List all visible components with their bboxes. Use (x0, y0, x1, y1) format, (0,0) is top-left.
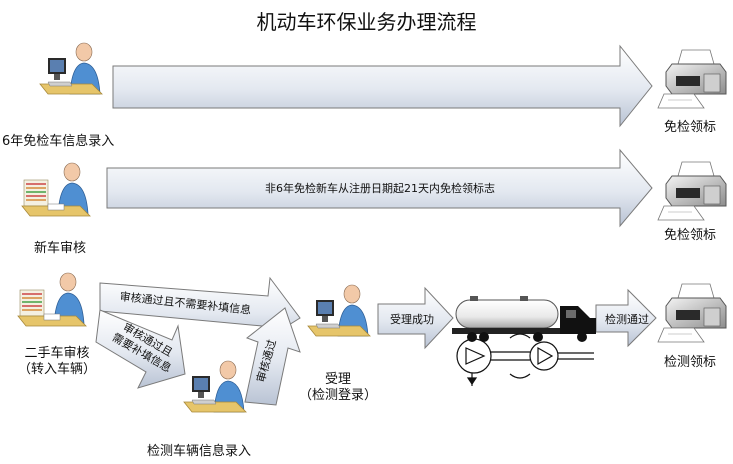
node-label-exempt-sticker-1: 免检领标 (664, 120, 717, 135)
used-review-line2: （转入车辆） (17, 362, 96, 377)
person-at-computer-icon (307, 284, 371, 337)
review-passed-arrow (244, 307, 301, 406)
person-at-computer-icon (183, 360, 247, 413)
need-supplement-arrow (95, 309, 186, 389)
printer-icon (657, 283, 727, 343)
machine-symbol-icon (456, 333, 594, 386)
exempt-flow-arrow (112, 44, 653, 128)
printer-icon (657, 49, 727, 109)
page-title: 机动车环保业务办理流程 (256, 10, 477, 34)
node-label-exempt-entry: 6年免检车信息录入 (2, 134, 115, 149)
node-label-new-review: 新车审核 (34, 241, 87, 256)
printer-icon (657, 161, 727, 221)
used-review-line1: 二手车审核 (24, 346, 90, 361)
accept-line1: 受理 (324, 372, 351, 387)
node-label-exempt-sticker-2: 免检领标 (664, 228, 717, 243)
new-car-flow-arrow (106, 148, 653, 228)
node-label-inspect-entry: 检测车辆信息录入 (147, 444, 252, 459)
inspection-passed-arrow (595, 288, 657, 348)
accepted-label: 受理成功 (390, 313, 434, 326)
new-car-note-label: 非6年免检新车从注册日期起21天内免检领标志 (265, 181, 495, 195)
person-at-computer-icon (39, 42, 103, 95)
inspection-passed-label: 检测通过 (605, 312, 649, 326)
person-with-documents-icon (17, 272, 87, 327)
node-label-used-review: 二手车审核 （转入车辆） (10, 346, 104, 378)
tanker-truck-icon (452, 296, 596, 342)
accept-line2: （检测登录） (298, 388, 377, 403)
node-label-accept: 受理 （检测登录） (292, 372, 384, 404)
accepted-arrow (377, 286, 454, 350)
node-label-inspect-sticker: 检测领标 (664, 355, 717, 370)
person-with-documents-icon (21, 162, 91, 217)
